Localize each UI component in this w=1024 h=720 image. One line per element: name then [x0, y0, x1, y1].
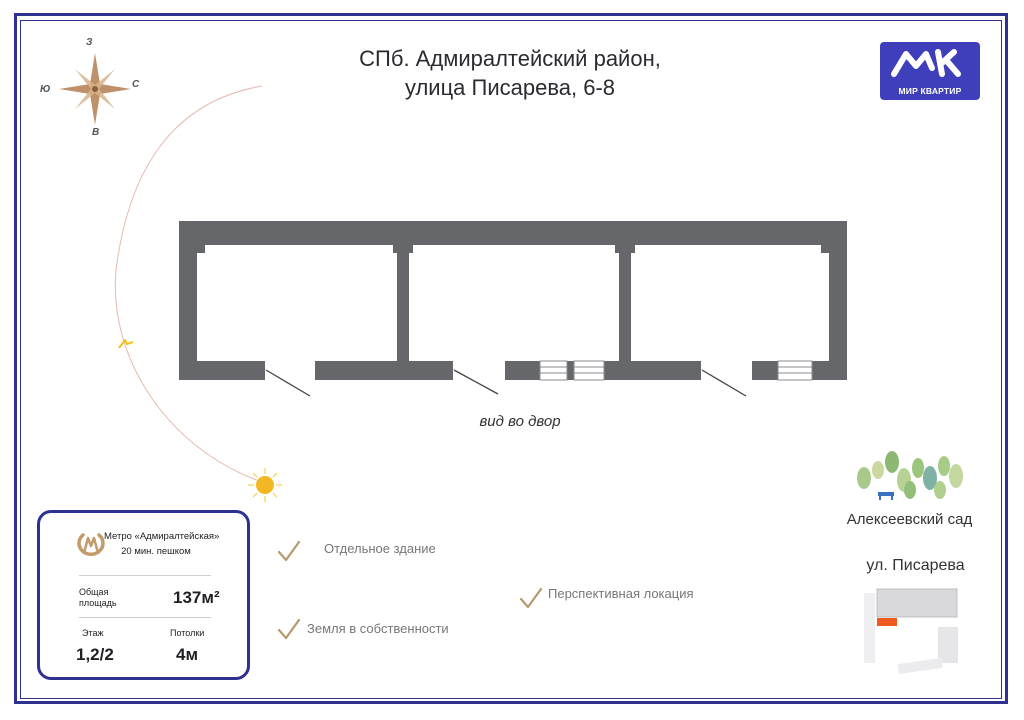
- check-icon: [277, 618, 301, 640]
- metro-name: Метро «Адмиралтейская»: [104, 531, 220, 542]
- garden-trees-icon: [857, 451, 963, 500]
- view-label: вид во двор: [479, 413, 561, 430]
- area-label-1: Общая: [79, 587, 109, 597]
- inner-frame: [20, 20, 1002, 699]
- area-label-2: площадь: [79, 598, 117, 608]
- compass-rose-icon: [59, 53, 131, 125]
- feature-item: Перспективная локация: [548, 586, 694, 601]
- metro-walk-time: 20 мин. пешком: [121, 546, 191, 557]
- divider: [79, 575, 211, 576]
- sun-icon: [248, 468, 282, 502]
- bird-icon: [118, 339, 134, 349]
- check-icon: [277, 540, 301, 562]
- feature-item: Земля в собственности: [307, 621, 449, 636]
- logo-text: МИР КВАРТИР: [898, 86, 962, 96]
- compass-east-label: С: [132, 79, 140, 90]
- check-icon: [519, 587, 543, 609]
- area-value: 137м²: [173, 588, 220, 607]
- title-line-1: СПб. Адмиралтейский район,: [359, 46, 661, 71]
- compass-west-label: Ю: [40, 84, 51, 95]
- sun-path: [114, 85, 263, 483]
- outer-frame: [14, 13, 1008, 704]
- location-minimap: [864, 588, 958, 675]
- logo-mark-icon: [891, 49, 961, 77]
- ceiling-label: Потолки: [170, 628, 205, 638]
- compass-north-label: З: [86, 37, 93, 48]
- compass-south-label: В: [92, 127, 100, 138]
- info-card: [37, 510, 250, 680]
- floor-label: Этаж: [82, 628, 104, 638]
- divider: [79, 617, 211, 618]
- garden-label: Алексеевский сад: [846, 511, 973, 528]
- metro-logo-icon: [77, 533, 105, 556]
- floor-value: 1,2/2: [76, 645, 114, 664]
- company-logo: МИР КВАРТИР: [880, 42, 980, 100]
- street-label: ул. Писарева: [866, 557, 965, 574]
- feature-item: Отдельное здание: [324, 541, 436, 556]
- page-title: СПб. Адмиралтейский район, улица Писарев…: [300, 44, 720, 102]
- ceiling-value: 4м: [176, 645, 199, 664]
- title-line-2: улица Писарева, 6-8: [404, 75, 616, 100]
